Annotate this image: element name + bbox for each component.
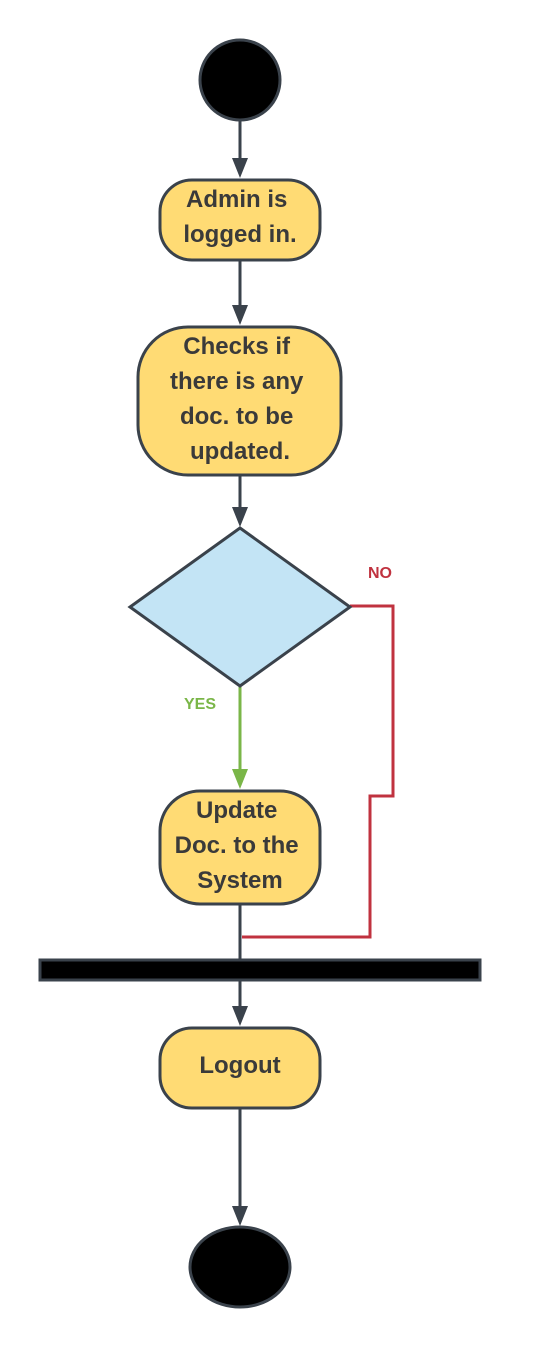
activity-admin-logged-in-label: Admin is logged in.	[183, 186, 296, 248]
edge-no	[242, 604, 395, 939]
check-line-4: updated.	[190, 438, 290, 465]
update-line-3: System	[197, 867, 282, 894]
edges	[232, 120, 395, 1226]
arrowhead-start-to-admin	[232, 158, 248, 178]
arrowhead-admin-to-check	[232, 305, 248, 325]
arrowhead-yes	[232, 769, 248, 789]
arrowhead-logout-to-end	[232, 1206, 248, 1226]
activity-update-doc-box	[158, 789, 322, 906]
initial-node	[198, 38, 282, 122]
admin-line-1: Admin is	[186, 186, 287, 213]
check-line-2: there is any	[170, 368, 304, 395]
activity-admin-logged-in: Admin is logged in.	[158, 178, 322, 262]
update-line-1: Update	[196, 797, 277, 824]
activity-update-doc-label: Update Doc. to the System	[175, 797, 306, 894]
check-line-3: doc. to be	[180, 403, 293, 430]
admin-line-2: logged in.	[183, 221, 296, 248]
check-line-1: Checks if	[183, 333, 291, 360]
update-line-2: Doc. to the	[175, 832, 299, 859]
activity-logout: Logout	[158, 1026, 322, 1110]
activity-admin-logged-in-box	[158, 178, 322, 262]
activity-check-docs: Checks if there is any doc. to be update…	[136, 325, 343, 477]
arrowhead-check-to-decision	[232, 507, 248, 527]
edge-label-yes: YES	[184, 696, 216, 713]
activity-logout-label: Logout	[199, 1052, 280, 1079]
arrowhead-join-to-logout	[232, 1006, 248, 1026]
decision-node	[127, 526, 353, 688]
logout-line-1: Logout	[199, 1052, 280, 1079]
activity-check-docs-box	[136, 325, 343, 477]
join-bar	[38, 958, 482, 982]
activity-logout-box	[158, 1026, 322, 1110]
final-node	[188, 1225, 292, 1309]
edge-label-no: NO	[368, 565, 392, 582]
activity-check-docs-label: Checks if there is any doc. to be update…	[170, 333, 310, 465]
activity-update-doc: Update Doc. to the System	[158, 789, 322, 906]
